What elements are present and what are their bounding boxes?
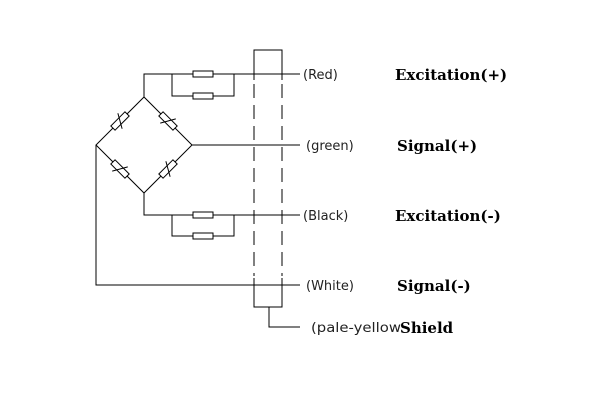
signal-label: Signal(+) <box>397 137 477 155</box>
signal-label: Excitation(+) <box>395 66 507 84</box>
compensation-resistor <box>192 70 214 78</box>
signal-minus-wire <box>95 145 300 286</box>
strain-gauge <box>158 111 178 131</box>
strain-gauge <box>110 159 130 179</box>
wire-color-label: (Red) <box>303 68 338 83</box>
wheatstone-bridge <box>95 96 193 194</box>
signal-label: Excitation(-) <box>395 207 501 225</box>
strain-gauge <box>110 111 130 131</box>
wire-color-label: (green) <box>306 139 354 154</box>
strain-gauge <box>158 159 178 179</box>
wire-color-label: (Black) <box>303 209 348 224</box>
excitation-plus-circuit <box>143 70 300 100</box>
compensation-resistor <box>192 92 214 100</box>
excitation-minus-circuit <box>143 193 300 240</box>
compensation-resistor <box>192 232 214 240</box>
signal-label: Shield <box>400 319 454 337</box>
wire-color-label: (White) <box>306 279 354 294</box>
cable-shield <box>253 49 300 328</box>
wire-color-label: (pale-yellow <box>311 321 401 336</box>
compensation-resistor <box>192 211 214 219</box>
signal-label: Signal(-) <box>397 277 471 295</box>
